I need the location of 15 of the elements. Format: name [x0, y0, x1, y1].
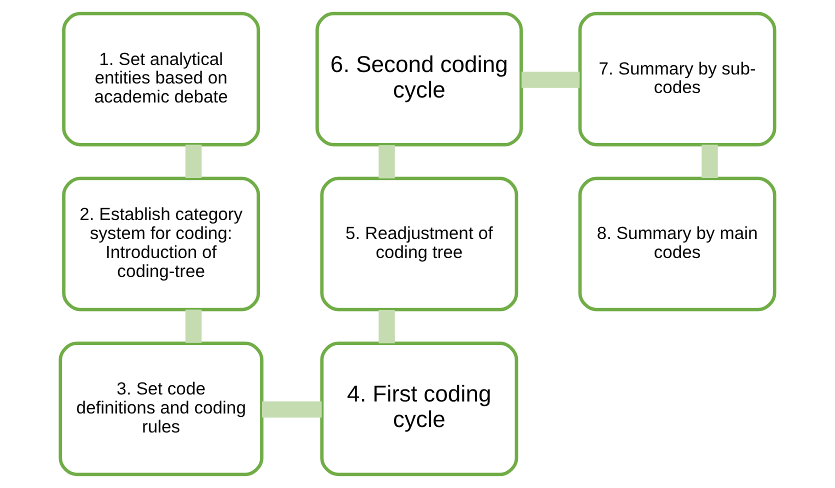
node-box: 8. Summary by main codes [578, 176, 776, 312]
connector [262, 401, 322, 418]
node-box: 4. First coding cycle [320, 342, 518, 476]
node-box: 3. Set code definitions and coding rules [58, 342, 264, 476]
node-box: 2. Establish category system for coding: Introduction of coding-tree [62, 176, 260, 312]
connector [702, 144, 718, 178]
node-box: 7. Summary by sub-codes [578, 12, 776, 146]
connector [185, 310, 202, 343]
node-box: 6. Second coding cycle [315, 12, 523, 146]
connector [378, 310, 395, 344]
connector [522, 72, 580, 88]
connector [378, 145, 395, 178]
connector [185, 144, 202, 178]
node-box: 5. Readjustment of coding tree [320, 176, 518, 312]
node-box: 1. Set analytical entities based on academic debate [62, 12, 260, 146]
